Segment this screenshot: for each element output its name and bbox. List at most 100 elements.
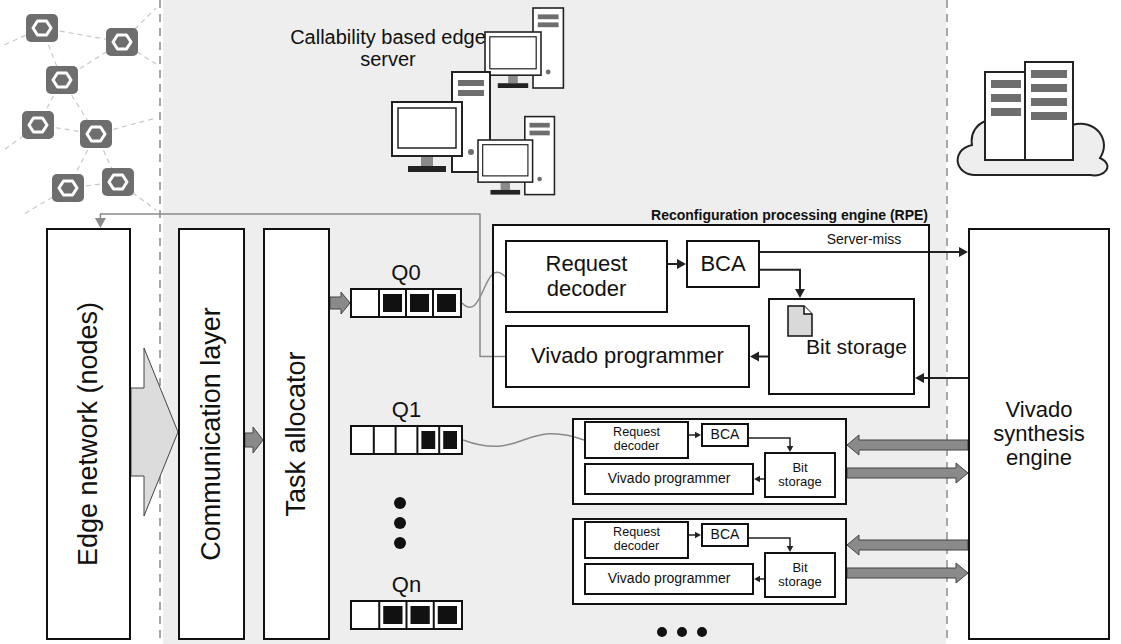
connector <box>750 352 768 362</box>
block-arrow-shape <box>245 427 263 453</box>
block-arrow <box>330 292 350 314</box>
process-box: Vivado programmer <box>584 563 754 595</box>
connector-line <box>749 438 790 446</box>
connector-line <box>668 263 677 265</box>
bitstream-icon <box>786 304 814 338</box>
connector-line <box>760 270 800 289</box>
cloud-servers <box>1031 70 1067 78</box>
connector <box>689 432 701 439</box>
connector-line <box>759 356 768 358</box>
computer-icon <box>478 117 554 195</box>
engine-fill <box>572 418 847 505</box>
queued-task <box>411 606 430 624</box>
connector-line <box>463 434 584 447</box>
node-label: BCA <box>711 427 740 442</box>
block-arrow <box>847 535 968 555</box>
node-label: Communication layer <box>197 307 227 561</box>
node-label: Edge network (nodes) <box>74 302 104 566</box>
queue-divider <box>395 427 397 453</box>
engine-group: Request decoder BCA Bit storage Vivado prog… <box>572 418 847 505</box>
connector-line <box>924 377 968 379</box>
cloud-servers <box>1031 84 1067 92</box>
arrow-head <box>677 259 686 269</box>
queue-cells <box>352 602 461 628</box>
group-title: Reconfiguration processing engine (RPE) <box>651 208 928 223</box>
block-arrow-shape <box>847 535 968 555</box>
connector <box>760 270 805 298</box>
ellipsis-dot <box>657 627 667 637</box>
task-queue: Q1 <box>350 425 463 455</box>
process-box: Vivado programmer <box>584 463 754 495</box>
edge-node-icon <box>22 111 54 139</box>
ellipsis-dot <box>394 497 406 509</box>
edge-node-icon <box>46 66 78 94</box>
queued-task <box>421 431 435 449</box>
block-arrow-shape <box>330 292 350 314</box>
node-label: Bit storage <box>770 461 830 490</box>
connector <box>749 538 793 552</box>
queue-name: Q1 <box>352 398 461 422</box>
queue-divider <box>416 427 418 453</box>
engine-box: Vivado synthesis engine <box>968 228 1110 640</box>
process-box: Request decoder <box>584 421 689 459</box>
cloud-servers <box>985 72 1027 160</box>
queued-task <box>383 606 402 624</box>
node-label: Vivado synthesis engine <box>974 398 1104 471</box>
arrow-head <box>915 373 924 383</box>
ellipsis-dot <box>394 517 406 529</box>
file-fold <box>804 306 812 314</box>
connector <box>754 576 764 583</box>
connector <box>915 373 968 383</box>
connector <box>463 434 584 447</box>
edge-node-icon <box>26 14 58 42</box>
zone-divider <box>159 0 161 644</box>
queued-task <box>437 294 456 312</box>
queue-divider <box>378 602 380 628</box>
engine-group: Reconfiguration processing engine (RPE)R… <box>492 224 930 408</box>
queued-task <box>443 431 457 449</box>
arrow-head <box>95 218 106 228</box>
queue-divider <box>438 427 440 453</box>
arrow-head <box>750 352 759 362</box>
cloud-servers <box>1031 112 1067 120</box>
block-arrow <box>131 348 178 516</box>
engine-fill <box>572 518 847 605</box>
node-label: Vivado programmer <box>531 344 724 368</box>
queue-name: Q0 <box>352 261 460 285</box>
connector <box>754 476 764 483</box>
queue-divider <box>432 290 434 316</box>
arrow-head <box>754 476 760 483</box>
connector-line <box>689 434 695 436</box>
process-box: BCA <box>701 423 749 447</box>
node-label: Vivado programmer <box>608 471 731 486</box>
process-box: Vivado programmer <box>505 325 750 388</box>
queue-cells <box>352 290 460 316</box>
network-box: Edge network (nodes) <box>46 228 131 640</box>
arrow-head <box>754 576 760 583</box>
caption-label: Callability based edge server <box>290 26 486 70</box>
block-arrow <box>847 563 968 583</box>
block-arrow-shape <box>847 563 968 583</box>
node-label: Bit storage <box>806 335 907 358</box>
ellipsis-dot <box>697 627 707 637</box>
connector <box>760 247 968 257</box>
queue-divider <box>373 427 375 453</box>
block-arrow-shape <box>131 348 178 516</box>
cloud-servers <box>958 62 1108 175</box>
node-label: Task allocator <box>282 351 312 516</box>
edge-node-icon <box>80 120 112 148</box>
edge-node-icon <box>52 174 84 202</box>
queue-divider <box>378 290 380 316</box>
block-arrow <box>245 427 263 453</box>
block-arrow-shape <box>847 435 968 455</box>
queued-task <box>383 294 402 312</box>
allocator-box: Task allocator <box>263 228 330 640</box>
connector-line <box>749 538 790 546</box>
queue-divider <box>405 290 407 316</box>
queued-task <box>410 294 429 312</box>
queue-cells <box>352 427 461 453</box>
cloud-servers <box>1031 98 1067 106</box>
edge-node-icon <box>102 168 134 196</box>
